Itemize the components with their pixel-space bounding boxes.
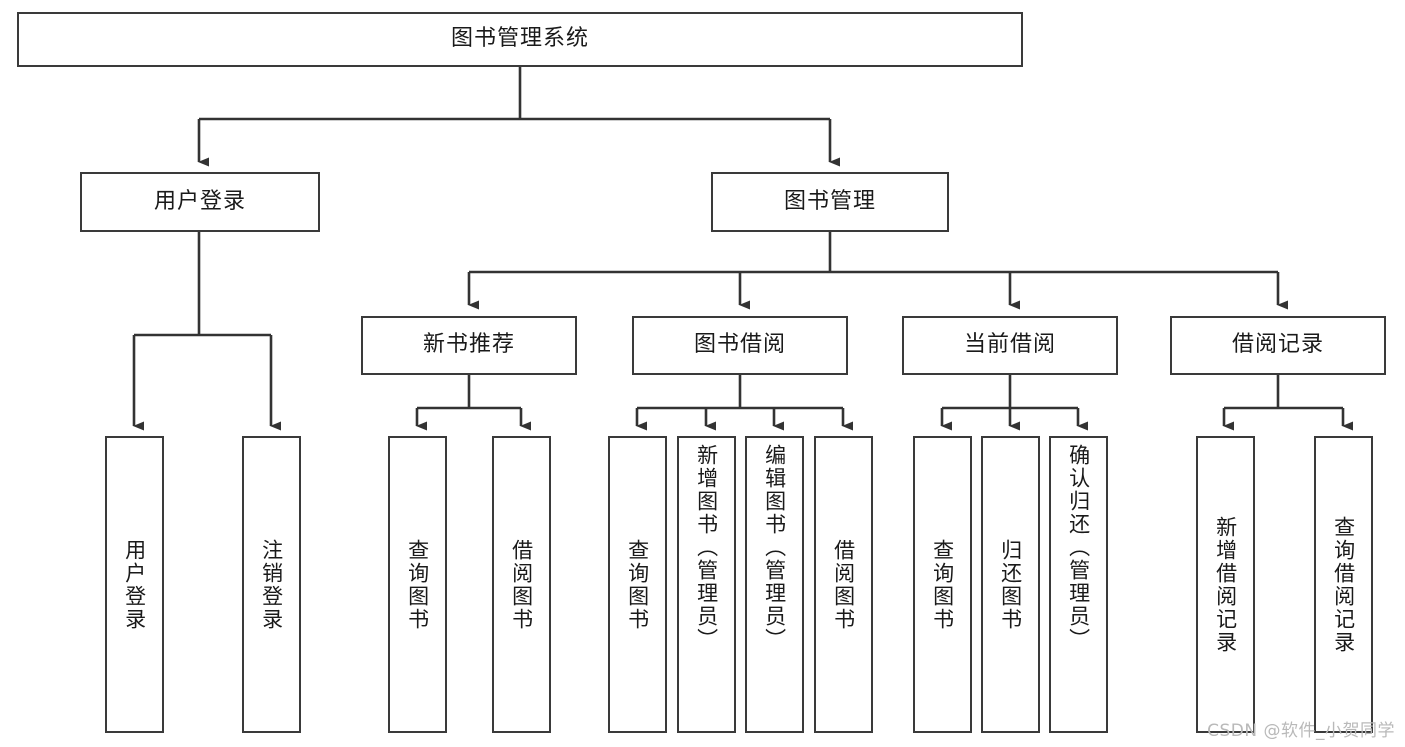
node-label: 当前借阅 (963, 332, 1056, 358)
leaf-borrow-edit-book-admin[interactable]: 编辑图书（管理员） (745, 436, 804, 733)
leaf-record-query-record[interactable]: 查询借阅记录 (1314, 436, 1373, 733)
watermark-text: CSDN @软件_小贺同学 (1207, 721, 1395, 741)
leaf-current-return-book[interactable]: 归还图书 (981, 436, 1040, 733)
node-label: 归还图书 (998, 538, 1023, 631)
node-label: 借阅图书 (831, 538, 856, 631)
node-label: 用户登录 (153, 188, 246, 214)
leaf-recommend-query-book[interactable]: 查询图书 (388, 436, 447, 733)
node-current-borrow[interactable]: 当前借阅 (902, 316, 1118, 375)
node-label: 新书推荐 (422, 332, 515, 358)
node-label: 图书管理 (783, 188, 876, 214)
leaf-user-login-login[interactable]: 用户登录 (105, 436, 164, 733)
leaf-record-add-record[interactable]: 新增借阅记录 (1196, 436, 1255, 733)
node-label: 查询图书 (930, 538, 955, 631)
node-label: 图书管理系统 (450, 26, 589, 52)
node-book-borrow[interactable]: 图书借阅 (632, 316, 848, 375)
node-label: 用户登录 (122, 538, 147, 631)
node-label: 编辑图书（管理员） (762, 444, 787, 651)
leaf-recommend-borrow-book[interactable]: 借阅图书 (492, 436, 551, 733)
node-label: 查询图书 (405, 538, 430, 631)
node-borrow-record[interactable]: 借阅记录 (1170, 316, 1386, 375)
leaf-borrow-borrow-book[interactable]: 借阅图书 (814, 436, 873, 733)
node-book-management[interactable]: 图书管理 (711, 172, 949, 232)
node-label: 查询借阅记录 (1331, 515, 1356, 654)
node-new-book-recommend[interactable]: 新书推荐 (361, 316, 577, 375)
leaf-borrow-query-book[interactable]: 查询图书 (608, 436, 667, 733)
leaf-borrow-add-book-admin[interactable]: 新增图书（管理员） (677, 436, 736, 733)
node-label: 确认归还（管理员） (1066, 444, 1091, 651)
leaf-user-login-logout[interactable]: 注销登录 (242, 436, 301, 733)
node-label: 图书借阅 (693, 332, 786, 358)
node-label: 借阅记录 (1231, 332, 1324, 358)
node-label: 新增借阅记录 (1213, 515, 1238, 654)
node-label: 查询图书 (625, 538, 650, 631)
node-root-system[interactable]: 图书管理系统 (17, 12, 1023, 67)
node-label: 新增图书（管理员） (694, 444, 719, 651)
leaf-current-query-book[interactable]: 查询图书 (913, 436, 972, 733)
node-label: 借阅图书 (509, 538, 534, 631)
node-label: 注销登录 (259, 538, 284, 631)
leaf-current-confirm-return-admin[interactable]: 确认归还（管理员） (1049, 436, 1108, 733)
node-user-login[interactable]: 用户登录 (80, 172, 320, 232)
